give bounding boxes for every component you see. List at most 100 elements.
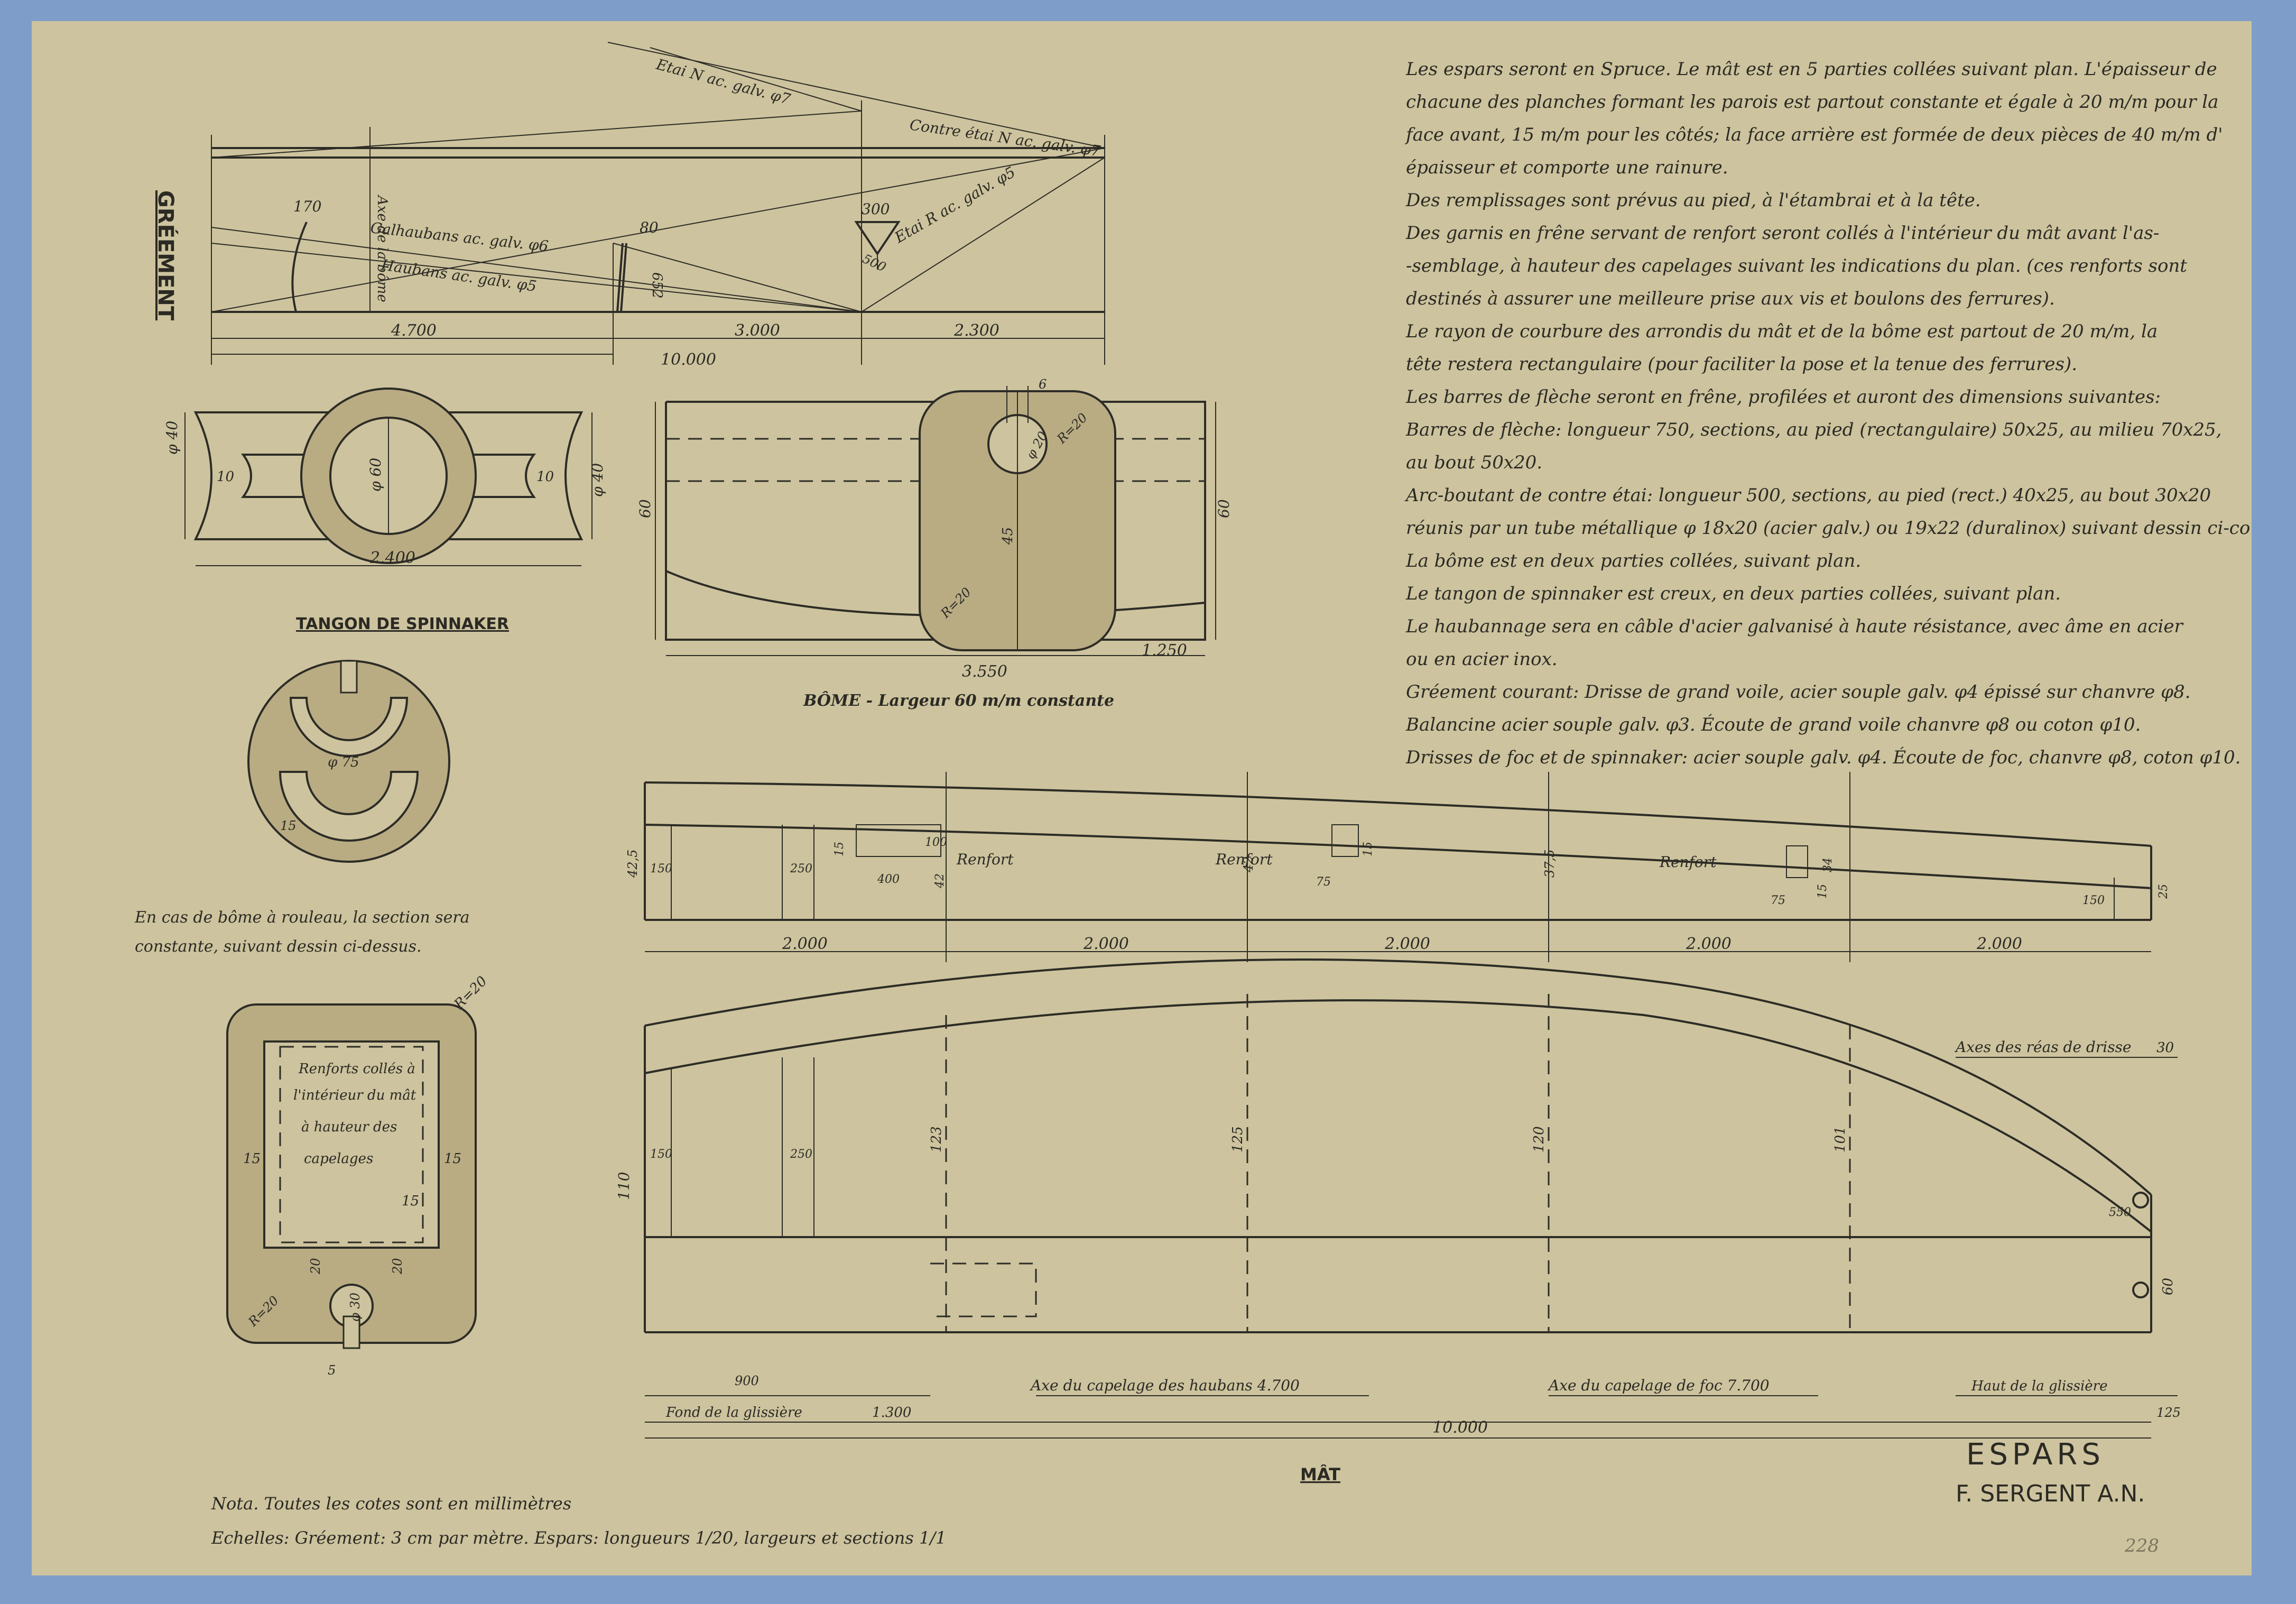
spec-line: chacune des planches formant les parois …: [1406, 91, 2219, 113]
nota-line: Nota. Toutes les cotes sont en millimètr…: [211, 1494, 571, 1514]
mast-renfort-2: Renfort: [1215, 851, 1273, 868]
mast-segment-5: 2.000: [1976, 935, 2022, 953]
drawing-title: ESPARS: [1966, 1437, 2105, 1472]
title-block: ESPARS F. SERGENT A.N. 228: [1956, 1437, 2159, 1556]
boom-dim-1250: 1.250: [1142, 641, 1187, 660]
spec-line: destinés à assurer une meilleure prise a…: [1406, 288, 2055, 309]
pole-section-dim-75: φ 75: [328, 754, 359, 770]
sheet-number: 228: [2124, 1535, 2159, 1556]
mast-front-dim-42: 42: [933, 873, 947, 889]
spec-line: La bôme est en deux parties collées, sui…: [1406, 550, 1862, 571]
scales-line: Echelles: Gréement: 3 cm par mètre. Espa…: [211, 1528, 946, 1548]
mast-renfort-3: Renfort: [1659, 853, 1717, 871]
rigging-dim-4700: 4.700: [391, 321, 437, 340]
spec-line: tête restera rectangulaire (pour facilit…: [1406, 354, 2078, 375]
mast-side-dim-125: 125: [1230, 1126, 1246, 1153]
boom-dim-6: 6: [1039, 377, 1047, 392]
rigging-dim-500: 500: [860, 251, 888, 275]
mast-side-dim-550: 550: [2109, 1206, 2131, 1219]
spec-line: Des remplissages sont prévus au pied, à …: [1406, 190, 1981, 211]
rigging-cap-shrouds-label: Galhaubans ac. galv. φ6: [369, 219, 549, 255]
spec-line: Le tangon de spinnaker est creux, en deu…: [1406, 583, 2061, 604]
mast-front-dim-15b: 15: [1362, 842, 1375, 856]
mast-side-dim-110: 110: [615, 1172, 633, 1200]
spec-line: face avant, 15 m/m pour les côtés; la fa…: [1406, 124, 2223, 145]
roller-note-line1: En cas de bôme à rouleau, la section ser…: [134, 908, 470, 927]
rigging-dim-80: 80: [640, 219, 659, 236]
spec-line: Barres de flèche: longueur 750, sections…: [1406, 419, 2222, 440]
mast-cross-section: Renforts collés à l'intérieur du mât à h…: [226, 973, 490, 1378]
rigging-dim-300: 300: [862, 200, 890, 218]
mast-section-note-2: l'intérieur du mât: [293, 1087, 416, 1103]
mast-section-dim-15c: 15: [402, 1193, 419, 1209]
mast-segment-1: 2.000: [782, 935, 828, 953]
mast-side-dim-123: 123: [929, 1126, 945, 1153]
pole-dim-length: 2.400: [369, 549, 415, 567]
boom-dim-60-right: 60: [1215, 499, 1233, 518]
mast-section-note-4: capelages: [304, 1151, 373, 1167]
mast-front-dim-150b: 150: [2082, 894, 2105, 907]
mast-front-dim-25: 25: [2157, 884, 2170, 899]
roller-note-line2: constante, suivant dessin ci-dessus.: [135, 937, 422, 956]
spec-line: Les barres de flèche seront en frêne, pr…: [1406, 386, 2161, 408]
specification-text: Les espars seront en Spruce. Le mât est …: [1406, 53, 2252, 774]
spec-line: Les espars seront en Spruce. Le mât est …: [1406, 59, 2217, 80]
mast-front-dim-400: 400: [877, 873, 900, 886]
mast-front-dim-375: 37,5: [1542, 850, 1557, 878]
pole-section-dim-15: 15: [280, 818, 297, 833]
boom-dim-45: 45: [1000, 527, 1016, 545]
rigging-dim-2300: 2.300: [953, 321, 999, 340]
rigging-title: GRÉEMENT: [153, 190, 179, 321]
boom-caption: BÔME - Largeur 60 m/m constante: [803, 691, 1114, 710]
mast-section-dim-30: φ 30: [348, 1293, 363, 1322]
mast-section-note-1: Renforts collés à: [298, 1061, 415, 1077]
mast-front-dim-100: 100: [925, 836, 947, 849]
pole-dim-40-left: φ 40: [163, 421, 181, 455]
mast-segment-2: 2.000: [1083, 935, 1129, 953]
spec-line: au bout 50x20.: [1406, 452, 1543, 473]
mast-renfort-1: Renfort: [956, 851, 1014, 868]
mast-side-capelage-foc: Axe du capelage de foc 7.700: [1547, 1377, 1770, 1394]
mast-section-dim-15a: 15: [243, 1151, 261, 1167]
rigging-diagram: GRÉEMENT Etai N ac. galv. φ7 Contre étai…: [153, 42, 1105, 369]
mast-side-capelage-haubans: Axe du capelage des haubans 4.700: [1029, 1377, 1300, 1394]
pole-dim-60: φ 60: [367, 458, 384, 492]
mast-front-dim-34: 34: [1821, 858, 1835, 872]
mast-section-note-3: à hauteur des: [301, 1119, 397, 1135]
mast-front-dim-42b: 42: [1241, 856, 1256, 873]
mast-side-dim-120: 120: [1531, 1126, 1547, 1153]
mast-front-dim-150a: 150: [650, 862, 672, 875]
boom-dim-3550: 3.550: [962, 662, 1007, 681]
drawing-sheet: GRÉEMENT Etai N ac. galv. φ7 Contre étai…: [32, 21, 2252, 1575]
rigging-counter-stay-label: Contre étai N ac. galv. φ7: [909, 116, 1101, 160]
spec-line: Des garnis en frêne servant de renfort s…: [1406, 223, 2160, 244]
mast-side-dim-250: 250: [790, 1148, 812, 1161]
boom-dim-60-left: 60: [636, 499, 654, 518]
spec-line: Balancine acier souple galv. φ3. Écoute …: [1406, 714, 2141, 735]
mast-side-haut-glissiere: Haut de la glissière: [1971, 1378, 2108, 1394]
boom-diagram: 60 60 6 φ 20 R=20 R=20 45 1.250 3.550 BÔ…: [636, 377, 1233, 710]
mast-side-dim-125b: 125: [2156, 1405, 2181, 1420]
mast-section-dim-20a: 20: [308, 1258, 323, 1275]
mast-front-dim-425: 42,5: [625, 850, 640, 878]
mast-side-dim-101: 101: [1832, 1126, 1848, 1153]
mast-side-dim-150: 150: [650, 1148, 672, 1161]
roller-boom-note: En cas de bôme à rouleau, la section ser…: [134, 908, 470, 956]
mast-side-dim-900: 900: [735, 1373, 759, 1388]
spec-line: épaisseur et comporte une rainure.: [1406, 157, 1728, 178]
pole-dim-10-right: 10: [536, 469, 554, 485]
pole-dim-40-right: φ 40: [589, 463, 606, 497]
spec-line: Le rayon de courbure des arrondis du mât…: [1406, 321, 2158, 342]
mast-side-axes-reas: Axes des réas de drisse: [1954, 1038, 2132, 1056]
rigging-dim-10000: 10.000: [661, 351, 716, 369]
mast-side-dim-30: 30: [2156, 1040, 2174, 1056]
mast-front-dim-15: 15: [833, 842, 846, 856]
mast-segment-3: 2.000: [1384, 935, 1430, 953]
pole-cross-section: φ 75 15: [247, 660, 450, 863]
mast-front-view: 2.000 2.000 2.000 2.000 2.000 Renfort Re…: [625, 772, 2170, 962]
drawing-author: F. SERGENT A.N.: [1956, 1480, 2145, 1507]
spec-line: Arc-boutant de contre étai: longueur 500…: [1406, 485, 2211, 506]
mast-side-dim-1300: 1.300: [872, 1405, 911, 1421]
spinnaker-pole-title: TANGON DE SPINNAKER: [296, 615, 509, 633]
mast-title: MÂT: [1300, 1464, 1340, 1485]
